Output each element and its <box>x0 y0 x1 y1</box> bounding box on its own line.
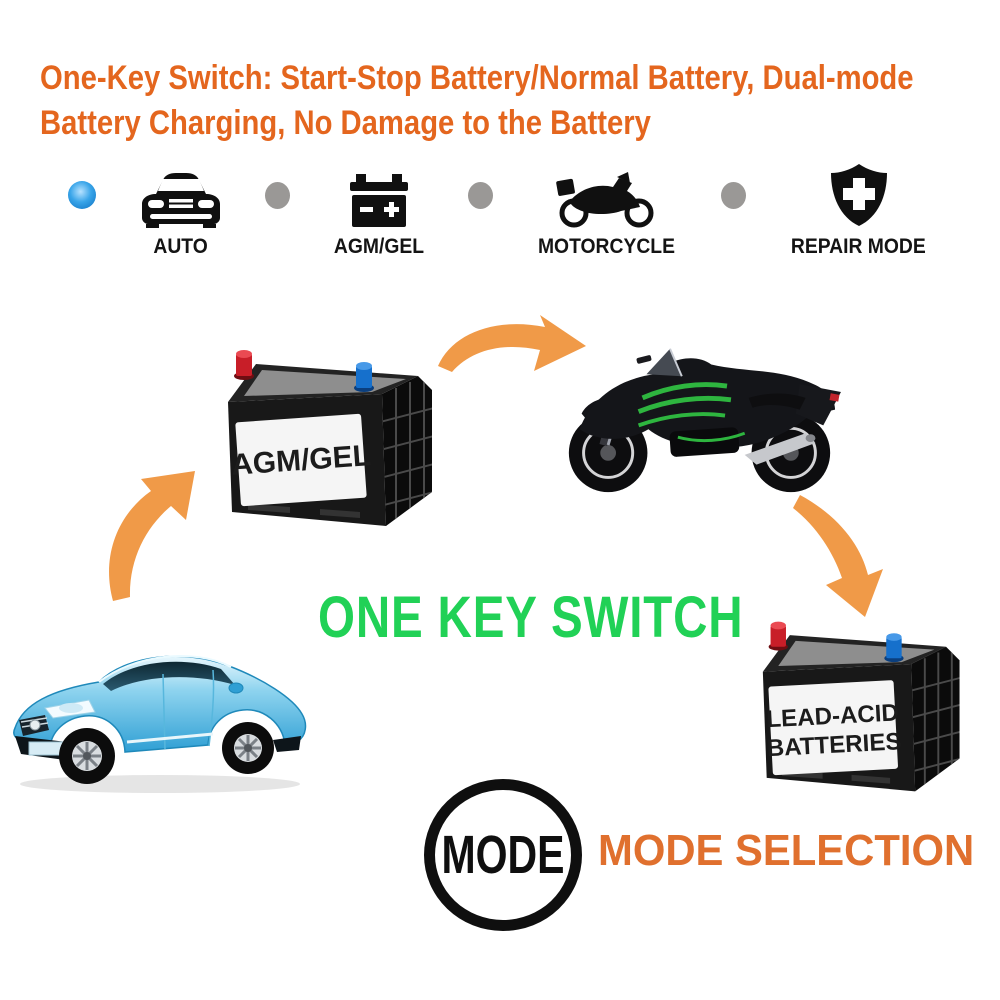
page-title: One-Key Switch: Start-Stop Battery/Norma… <box>40 56 914 146</box>
blue-terminal <box>884 633 904 663</box>
mode-label-agm-gel: AGM/GEL <box>333 235 424 258</box>
mode-button-label: MODE <box>441 825 565 885</box>
inactive-indicator-dot <box>265 182 291 209</box>
agm-battery-illustration: AGM/GEL <box>220 340 450 540</box>
inactive-indicator-dot <box>720 182 746 209</box>
title-line-2: Battery Charging, No Damage to the Batte… <box>40 104 651 142</box>
lead-acid-battery-illustration: LEAD-ACID BATTERIES <box>755 612 977 805</box>
inactive-indicator-dot <box>467 182 493 209</box>
mode-label-motorcycle: MOTORCYCLE <box>538 235 676 258</box>
arrow-motorcycle-to-battery <box>793 495 883 617</box>
arrow-car-to-battery <box>109 471 195 601</box>
one-key-switch-text: ONE KEY SWITCH <box>318 585 744 650</box>
car-illustration <box>5 608 315 803</box>
mode-item-repair: REPAIR MODE <box>785 162 932 259</box>
motorcycle-illustration <box>552 335 847 507</box>
mode-label-auto: AUTO <box>153 235 208 258</box>
mode-item-motorcycle: MOTORCYCLE <box>532 162 681 259</box>
shield-plus-icon <box>828 162 890 228</box>
battery-icon <box>348 162 410 228</box>
active-indicator-dot <box>68 181 96 209</box>
red-terminal <box>234 350 254 380</box>
motorcycle-icon <box>555 162 659 228</box>
mode-label-repair: REPAIR MODE <box>791 235 927 258</box>
car-front-icon <box>136 162 226 228</box>
mode-item-agm-gel: AGM/GEL <box>330 162 428 259</box>
title-line-1: One-Key Switch: Start-Stop Battery/Norma… <box>40 59 914 97</box>
red-terminal <box>768 621 788 651</box>
mode-button-circle: MODE <box>424 779 582 931</box>
blue-terminal <box>354 362 374 392</box>
mode-selection-caption: MODE SELECTION <box>598 826 975 875</box>
mode-item-auto: AUTO <box>136 162 226 259</box>
mode-indicator-row: AUTO AGM/GEL <box>68 162 932 259</box>
